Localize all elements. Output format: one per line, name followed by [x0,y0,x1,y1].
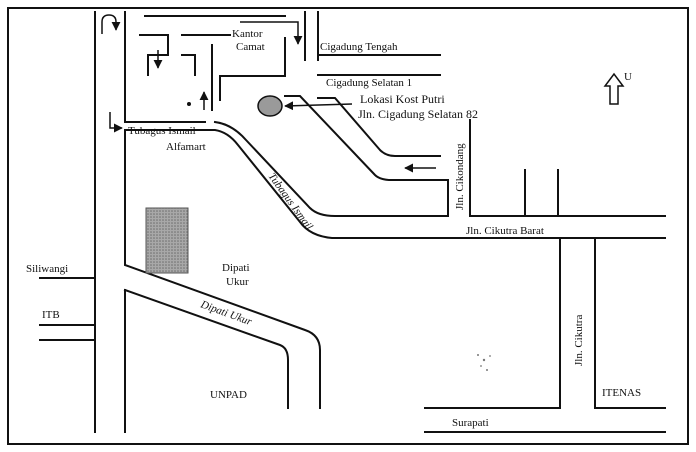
kost-location-marker [257,95,283,117]
map-border [7,7,689,445]
siliwangi-streets [39,277,96,341]
label-itenas: ITENAS [602,387,641,399]
cikondang-streets [469,119,666,217]
dipati-ukur-road [123,129,321,433]
label-lokasi-line1: Lokasi Kost Putri [360,92,445,106]
north-letter: U [624,71,632,83]
tubagus-arrow-icon [109,112,123,133]
label-kantor: Kantor [232,28,263,40]
map-speck-cluster [477,354,491,371]
label-itb: ITB [42,309,60,321]
label-siliwangi: Siliwangi [26,263,68,275]
label-surapati: Surapati [452,417,489,429]
cigadung-streets [284,54,449,217]
u-turn-arrow-icon [101,14,121,34]
building-block [145,207,189,274]
top-grid-streets [94,11,319,433]
cikutra-streets [424,237,666,433]
label-dipati-ukur-road: Dipati Ukur [198,298,254,328]
kantor-arrow-icon [240,21,303,45]
label-jln-cikondang: Jln. Cikondang [454,143,466,210]
label-alfamart: Alfamart [166,141,206,153]
label-cigadung-tengah: Cigadung Tengah [320,41,398,53]
location-pointer-arrow [284,101,353,111]
map-speck [187,102,191,106]
label-tubagus-ismail-top: Tubagus Ismail [128,125,196,137]
label-tubagus-ismail-diagonal: Tubagus Ismail [266,171,315,233]
label-jln-cikutra: Jln. Cikutra [573,315,585,366]
label-ukur: Ukur [226,276,249,288]
label-jln-cikutra-barat: Jln. Cikutra Barat [466,225,544,237]
north-arrow-icon [603,72,625,105]
label-lokasi-line2: Jln. Cigadung Selatan 82 [358,107,478,121]
label-cigadung-selatan: Cigadung Selatan 1 [326,77,412,89]
label-dipati: Dipati [222,262,250,274]
label-camat: Camat [236,41,265,53]
label-unpad: UNPAD [210,389,247,401]
tubagus-ismail-road [124,120,666,239]
